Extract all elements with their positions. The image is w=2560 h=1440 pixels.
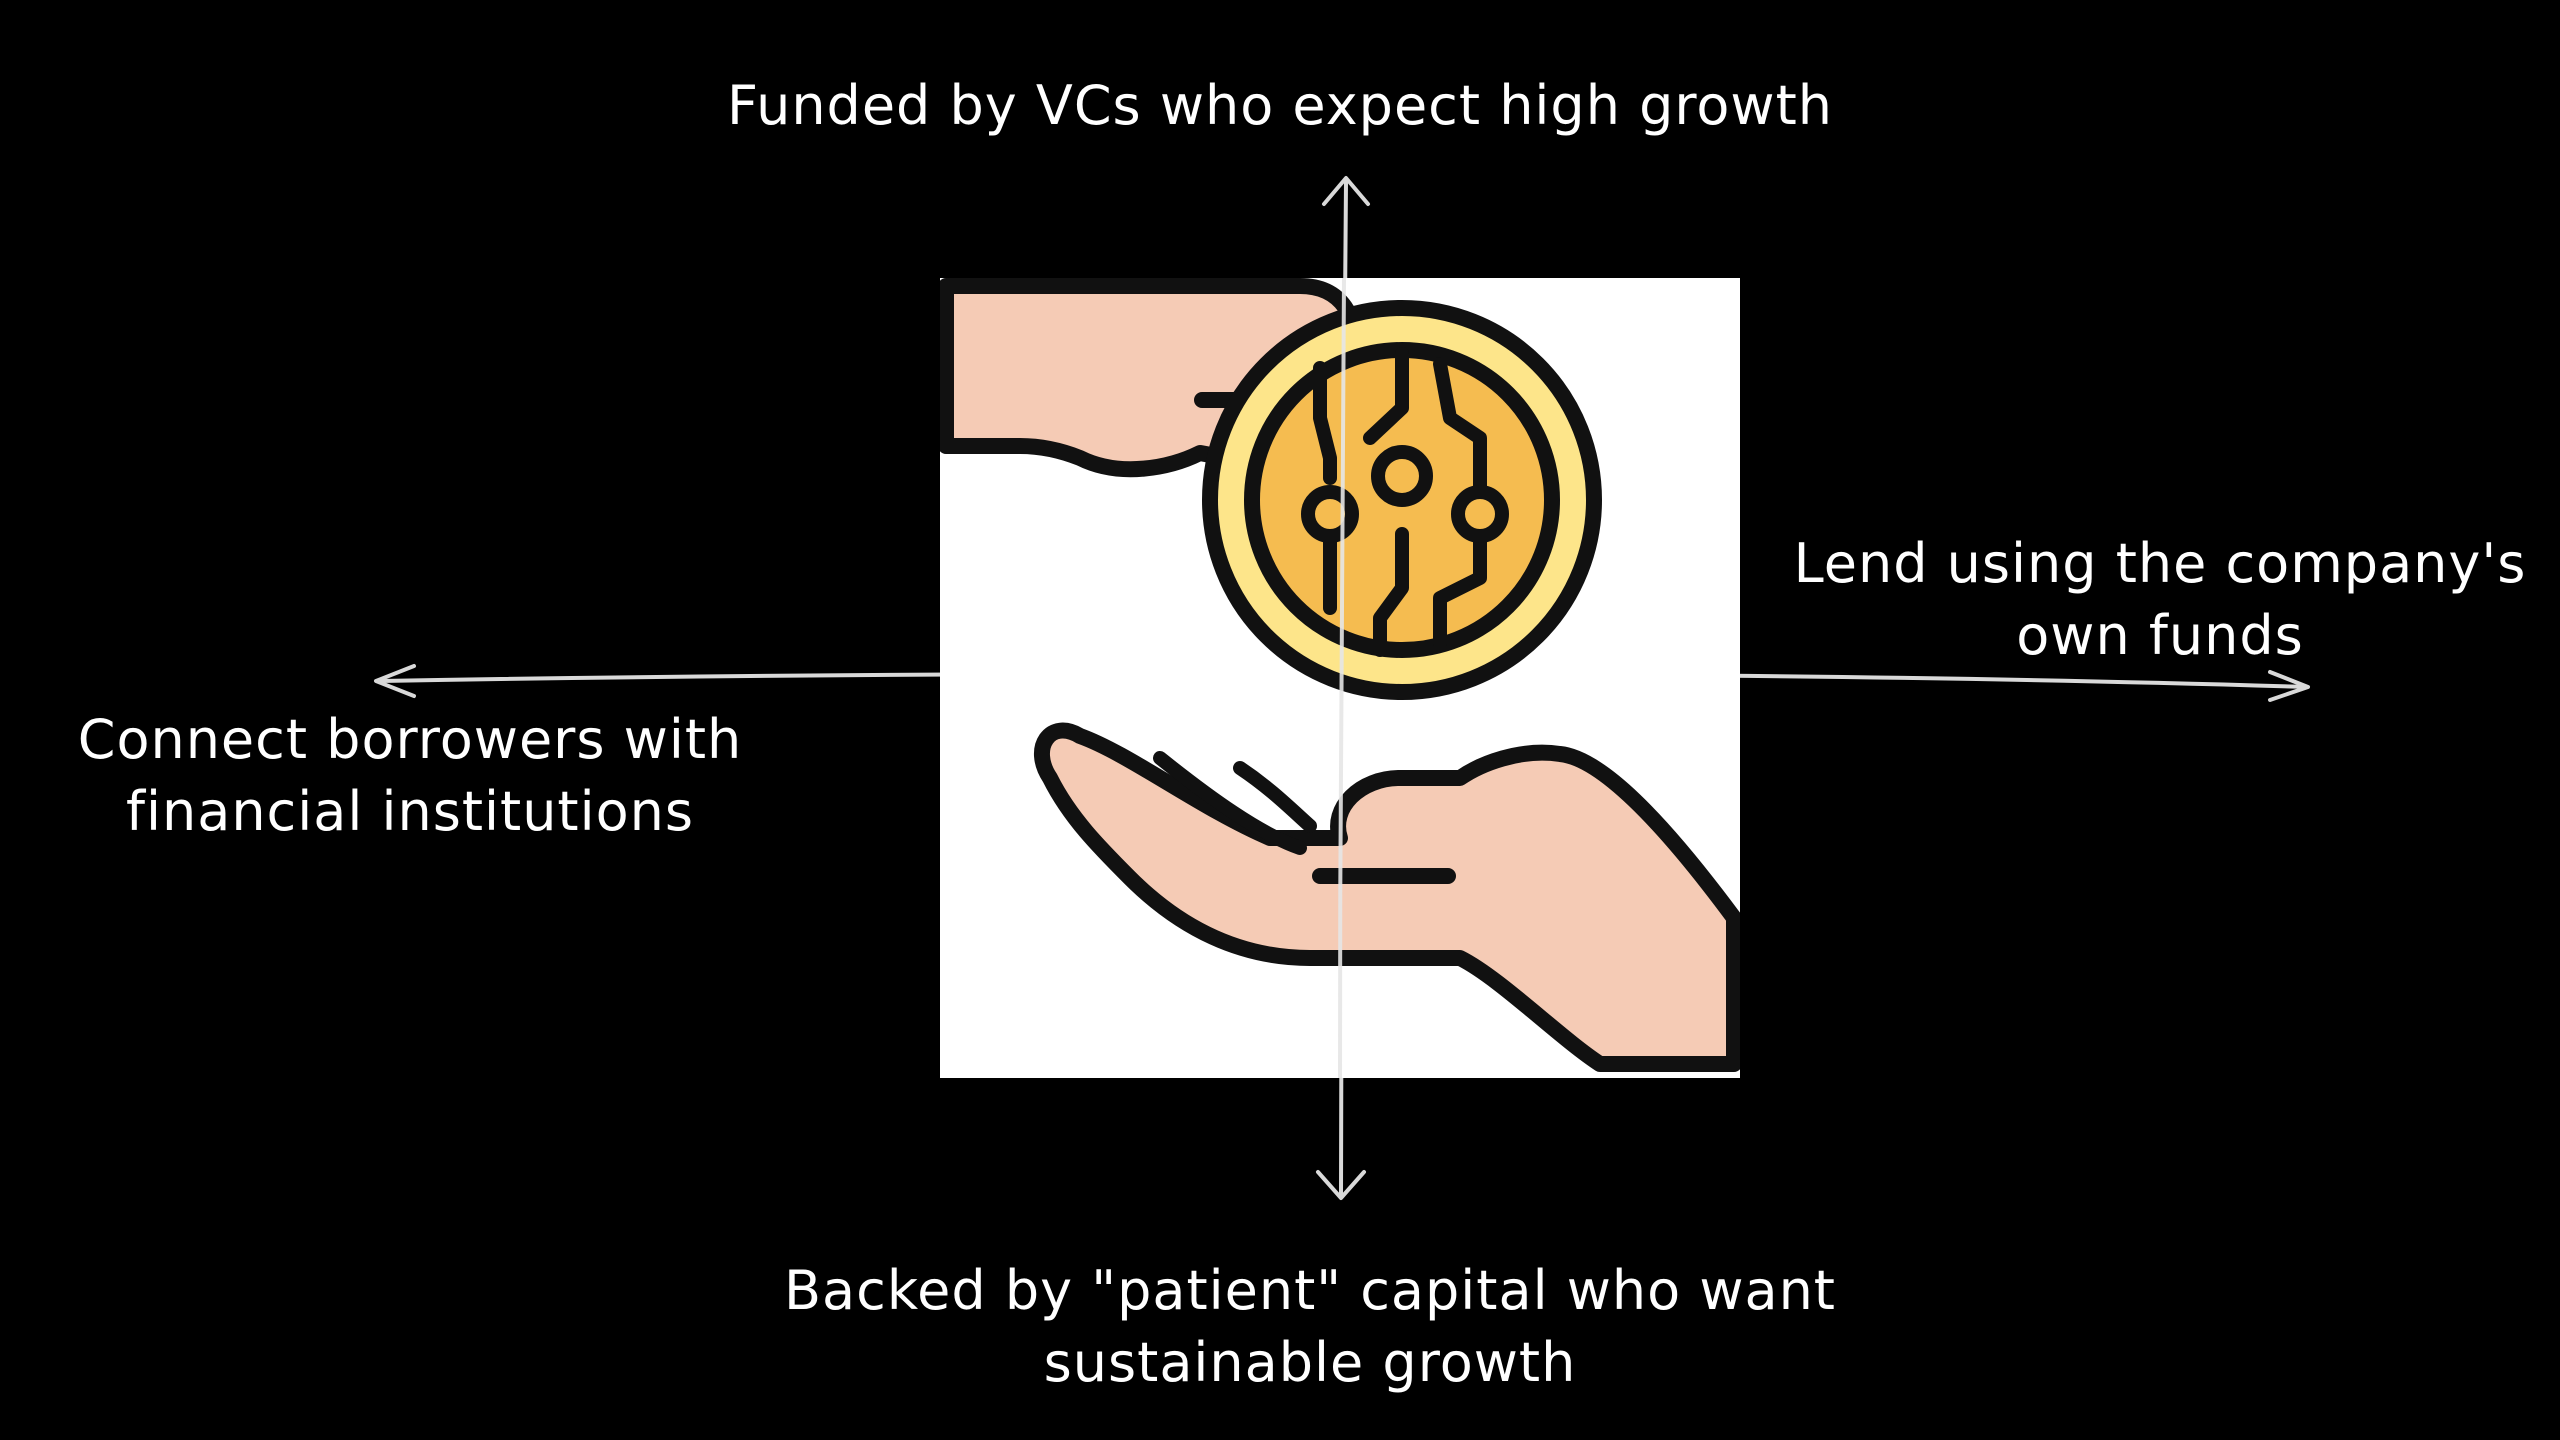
label-bottom-quadrant: Backed by "patient" capital who want sus… [700,1255,1920,1399]
label-right-line-1: Lend using the company's [1793,532,2527,595]
label-right-quadrant: Lend using the company's own funds [1790,528,2530,672]
axis-arrow-right [2268,670,2310,702]
hand-giving-crypto-coin-icon [940,278,1740,1078]
axis-arrow-down [1316,1170,1366,1200]
label-bottom-line-2: sustainable growth [1043,1331,1577,1394]
label-top-quadrant: Funded by VCs who expect high growth [640,70,1920,142]
axis-arrow-up [1322,176,1370,206]
receiving-hand-finger-line [1153,751,1307,855]
label-left-line-2: financial institutions [125,780,694,843]
label-left-line-1: Connect borrowers with [77,708,743,771]
label-bottom-line-1: Backed by "patient" capital who want [784,1259,1836,1322]
receiving-hand-shape [1033,722,1740,1072]
label-right-line-2: own funds [2016,604,2304,667]
label-top-line-1: Funded by VCs who expect high growth [727,74,1833,137]
label-left-quadrant: Connect borrowers with financial institu… [30,704,790,848]
axis-arrow-left [374,664,416,698]
receiving-hand-finger-line-2 [1233,761,1317,833]
circuit-icon [1313,347,1487,657]
